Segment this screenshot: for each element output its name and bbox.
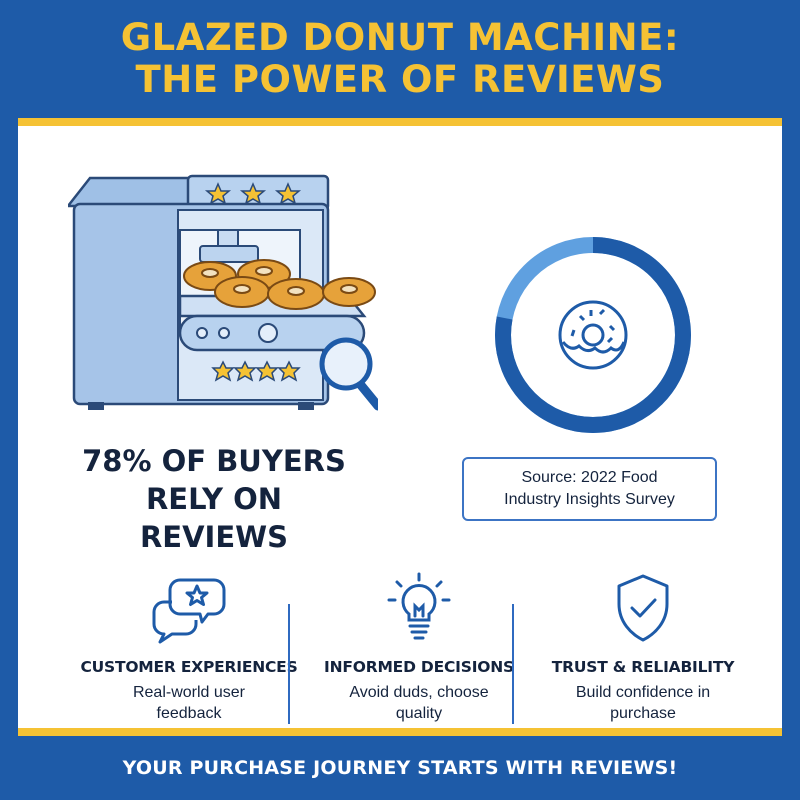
source-line-1: Source: 2022 Food [521,469,658,486]
feature-trust-reliability: TRUST & RELIABILITY Build confidence in … [518,566,768,736]
divider [288,604,290,724]
source-line-2: Industry Insights Survey [504,491,675,508]
footer-banner: YOUR PURCHASE JOURNEY STARTS WITH REVIEW… [122,757,678,779]
feature-heading: CUSTOMER EXPERIENCES [80,658,298,676]
shield-check-icon [617,574,669,642]
divider [512,604,514,724]
header-banner: GLAZED DONUT MACHINE: THE POWER OF REVIE… [0,0,800,118]
star-icon [204,182,302,205]
title-line-2: THE POWER OF REVIEWS [135,58,665,101]
chat-star-icon [152,578,226,644]
donut-machine-illustration [68,174,378,411]
source-citation: Source: 2022 Food Industry Insights Surv… [462,457,717,521]
lightbulb-icon [387,572,451,640]
feature-row: CUSTOMER EXPERIENCES Real-world user fee… [18,566,782,736]
feature-informed-decisions: INFORMED DECISIONS Avoid duds, choose qu… [294,566,544,736]
content-panel: 78% OF BUYERS RELY ON REVIEWS Source: 20… [18,118,782,736]
feature-customer-experiences: CUSTOMER EXPERIENCES Real-world user fee… [64,566,314,736]
title-line-1: GLAZED DONUT MACHINE: [120,16,680,59]
magnifier-icon [319,337,378,411]
stat-line-2: RELY ON REVIEWS [139,482,289,554]
feature-heading: INFORMED DECISIONS [324,658,514,676]
ring-value-arc [495,237,691,433]
feature-heading: TRUST & RELIABILITY [551,658,735,676]
feature-description: Build confidence in purchase [575,684,711,722]
feature-description: Avoid duds, choose quality [349,684,489,722]
ring-chart [495,237,691,433]
stat-line-1: 78% OF BUYERS [82,444,346,478]
feature-description: Real-world user feedback [132,684,246,722]
donut-icon [558,300,628,370]
stat-headline: 78% OF BUYERS RELY ON REVIEWS [74,442,354,556]
